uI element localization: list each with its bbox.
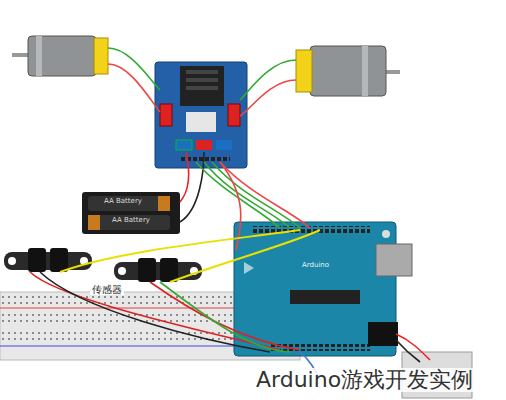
board-logo: Arduino [302,262,329,270]
ir-sensor [4,248,92,272]
watermark: Arduino游戏开发实例 [254,368,475,392]
motor-driver-board [155,62,247,168]
wires [30,48,430,380]
dc-motor [12,36,108,76]
sensor-label: 传感器 [90,284,124,295]
battery-label: AA Battery [104,198,142,206]
ir-sensor [114,258,202,282]
arduino-board [234,222,412,356]
battery-label: AA Battery [112,217,150,225]
battery-holder [82,192,180,234]
dc-motor [296,46,400,96]
